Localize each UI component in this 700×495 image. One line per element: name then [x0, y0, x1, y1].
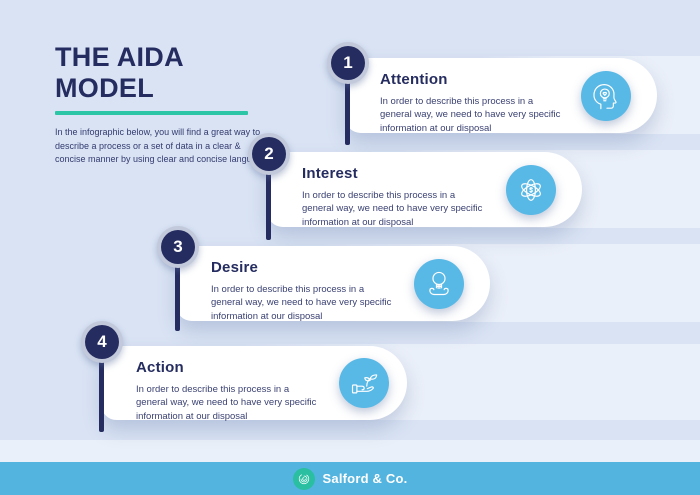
camellia-logo-icon [292, 467, 315, 490]
step-title: Action [136, 359, 184, 376]
step-card: Interest In order to describe this proce… [267, 152, 582, 228]
page-subtitle: In the infographic below, you will find … [55, 127, 267, 164]
step-number: 2 [252, 137, 286, 171]
step-title: Attention [380, 71, 448, 88]
step-title: Interest [302, 165, 358, 182]
step-number: 3 [161, 230, 195, 264]
brand-name: Salford & Co. [322, 471, 408, 486]
step-title: Desire [211, 259, 259, 276]
timeline-connector [345, 63, 350, 145]
title-underline [55, 111, 248, 115]
lightbulb-hands-icon [414, 258, 464, 309]
step-number-badge: 4 [81, 321, 123, 363]
step-body: In order to describe this process in a g… [380, 96, 561, 134]
atom-icon [506, 164, 556, 215]
step-number-badge: 2 [248, 133, 290, 175]
head-lightbulb-icon [581, 70, 631, 121]
hand-sprout-icon [339, 358, 389, 408]
step-number: 4 [85, 325, 119, 359]
step-body: In order to describe this process in a g… [302, 190, 483, 228]
step-card: Attention In order to describe this proc… [345, 58, 657, 134]
step-number-badge: 3 [157, 226, 199, 268]
step-number: 1 [331, 46, 365, 80]
step-card: Action In order to describe this process… [101, 346, 407, 422]
timeline-connector [175, 247, 180, 331]
step-number-badge: 1 [327, 42, 369, 84]
footer-bar: Salford & Co. [0, 462, 700, 495]
page-title: THE AIDA MODEL [55, 42, 183, 103]
timeline-connector [266, 154, 271, 240]
step-body: In order to describe this process in a g… [211, 284, 392, 322]
background-streak [0, 440, 700, 462]
header: THE AIDA MODEL In the infographic below,… [55, 42, 285, 167]
step-body: In order to describe this process in a g… [136, 384, 317, 422]
timeline-connector [99, 342, 104, 432]
step-card: Desire In order to describe this process… [176, 246, 490, 322]
